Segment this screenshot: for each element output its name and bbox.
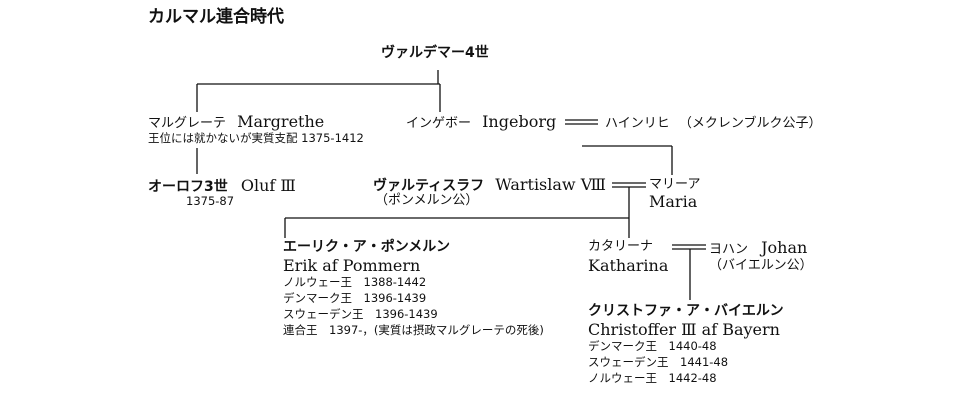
erik-name-latin: Erik af Pommern bbox=[283, 256, 421, 275]
ingeborg-name-ja: インゲボー bbox=[406, 116, 472, 131]
valdemar-name: ヴァルデマー4世 bbox=[381, 45, 489, 61]
johan-name-latin: Johan bbox=[761, 238, 808, 257]
margrethe-name-latin: Margrethe bbox=[237, 112, 325, 131]
margrethe-name-ja: マルグレーテ bbox=[148, 116, 227, 131]
margrethe-note: 王位には就かないが実質支配 1375-1412 bbox=[148, 131, 364, 145]
johan-note: （バイエルン公） bbox=[709, 258, 813, 273]
johan-label: ヨハン Johan bbox=[709, 238, 808, 257]
erik-reign-line: 連合王 1397-，(実質は摂政マルグレーテの死後) bbox=[283, 323, 544, 337]
wartislaw-name-latin: Wartislaw Ⅷ bbox=[495, 175, 606, 194]
heinrich-label: ハインリヒ （メクレンブルク公子） bbox=[605, 114, 821, 130]
wartislaw-label: ヴァルティスラフ Wartislaw Ⅷ bbox=[373, 175, 606, 194]
christoffer-reign-line: ノルウェー王 1442-48 bbox=[588, 371, 717, 385]
christoffer-name-latin: Christoffer Ⅲ af Bayern bbox=[588, 320, 780, 339]
ingeborg-label: インゲボー Ingeborg bbox=[406, 112, 557, 131]
christoffer-reign-line: スウェーデン王 1441-48 bbox=[588, 355, 729, 369]
wartislaw-note: （ポンメルン公） bbox=[375, 193, 479, 208]
heinrich-note: （メクレンブルク公子） bbox=[678, 116, 822, 131]
katharina-name-ja: カタリーナ bbox=[588, 239, 654, 254]
erik-reign-line: ノルウェー王 1388-1442 bbox=[283, 275, 427, 289]
christoffer-reign-line: デンマーク王 1440-48 bbox=[588, 339, 717, 353]
heinrich-name-ja: ハインリヒ bbox=[605, 116, 670, 131]
erik-reign-line: デンマーク王 1396-1439 bbox=[283, 291, 427, 305]
margrethe-label: マルグレーテ Margrethe bbox=[148, 112, 325, 131]
katharina-name-latin: Katharina bbox=[588, 256, 669, 275]
maria-name-latin: Maria bbox=[649, 192, 698, 211]
erik-name-ja: エーリク・ア・ポンメルン bbox=[283, 239, 451, 255]
johan-name-ja: ヨハン bbox=[709, 242, 749, 257]
oluf-name-latin: Oluf Ⅲ bbox=[240, 176, 296, 195]
wartislaw-name-ja: ヴァルティスラフ bbox=[373, 178, 485, 194]
oluf-label: オーロフ3世 Oluf Ⅲ bbox=[148, 176, 296, 195]
erik-reign-line: スウェーデン王 1396-1439 bbox=[283, 307, 438, 321]
diagram-title: カルマル連合時代 bbox=[148, 7, 284, 27]
maria-name-ja: マリーア bbox=[649, 177, 701, 192]
oluf-name: オーロフ3世 bbox=[148, 179, 228, 195]
ingeborg-name-latin: Ingeborg bbox=[482, 112, 557, 131]
oluf-years: 1375-87 bbox=[186, 194, 235, 208]
christoffer-name-ja: クリストファ・ア・バイエルン bbox=[588, 303, 784, 319]
